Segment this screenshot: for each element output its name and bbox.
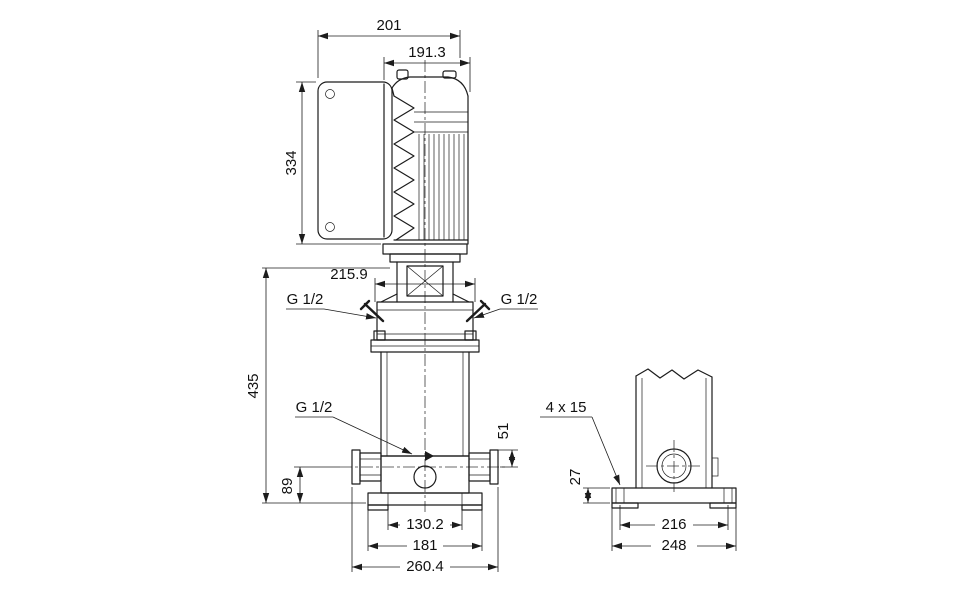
dim-pump-height: 435 <box>245 267 390 504</box>
end-view <box>611 368 737 509</box>
drain-boss <box>413 465 437 489</box>
end-foot-right <box>709 502 737 509</box>
dim-label-181: 181 <box>412 537 437 554</box>
dim-motor-box-width: 201 <box>317 17 461 78</box>
end-foot-left <box>611 502 639 509</box>
dim-base-outer-width: 248 <box>611 505 737 554</box>
dim-label-334: 334 <box>283 150 300 175</box>
cooling-fins <box>418 134 465 240</box>
port-flange-right <box>489 449 499 485</box>
dim-label-216: 216 <box>661 516 686 533</box>
dim-label-51: 51 <box>495 423 512 440</box>
dim-coupling-width: 215.9 <box>330 266 476 302</box>
callout-bolt-holes: 4 x 15 <box>540 399 621 486</box>
base-plate <box>367 492 483 506</box>
dim-label-89: 89 <box>279 478 296 495</box>
dimensions: 201 191.3 334 215.9 435 G 1/2 <box>245 17 737 575</box>
drain-symbol <box>425 451 434 461</box>
ports <box>340 449 508 485</box>
callout-port-top-left: G 1/2 <box>286 291 377 320</box>
head-flange <box>370 330 480 353</box>
callout-drain-port: G 1/2 <box>295 399 413 455</box>
dim-label-215-9: 215.9 <box>330 266 368 283</box>
dim-motor-length: 191.3 <box>383 44 471 92</box>
port-end-centerlines <box>646 440 702 492</box>
fan-cover-lines <box>414 111 468 133</box>
label-g12-top-right: G 1/2 <box>501 291 538 308</box>
end-base-plate <box>611 487 737 504</box>
dim-port-span: 260.4 <box>351 487 499 575</box>
fin-profile <box>393 95 415 241</box>
port-plug-right <box>465 302 487 323</box>
motor-body <box>391 69 469 245</box>
dim-label-27: 27 <box>567 469 584 486</box>
bolt-slots <box>615 488 733 503</box>
port-plug-left <box>363 302 385 323</box>
dim-foot-inner-width: 130.2 <box>387 509 463 533</box>
label-g12-top-left: G 1/2 <box>287 291 324 308</box>
dim-label-248: 248 <box>661 537 686 554</box>
callout-port-top-right: G 1/2 <box>473 291 538 319</box>
foot-right <box>461 504 483 511</box>
motor-terminal-box <box>317 81 393 240</box>
label-4x15: 4 x 15 <box>546 399 587 416</box>
port-flange-left <box>351 449 361 485</box>
dim-label-260-4: 260.4 <box>406 558 444 575</box>
flange-nut-right <box>464 330 477 341</box>
dim-motor-height: 334 <box>283 81 381 245</box>
dim-label-191-3: 191.3 <box>408 44 446 61</box>
dim-label-201: 201 <box>376 17 401 34</box>
front-view <box>317 60 508 512</box>
dim-base-plate-height: 27 <box>567 469 610 504</box>
dim-base-width: 181 <box>367 507 483 554</box>
dim-label-435: 435 <box>245 373 262 398</box>
dim-port-center-height: 89 <box>279 466 340 503</box>
flange-nut-left <box>373 330 386 341</box>
dim-label-130-2: 130.2 <box>406 516 444 533</box>
side-boss <box>711 457 719 477</box>
label-g12-drain: G 1/2 <box>296 399 333 416</box>
dim-port-offset: 51 <box>495 423 518 468</box>
foot-left <box>367 504 389 511</box>
pump-base <box>367 451 483 511</box>
break-line <box>635 368 713 380</box>
dim-base-inner-width: 216 <box>619 505 729 533</box>
